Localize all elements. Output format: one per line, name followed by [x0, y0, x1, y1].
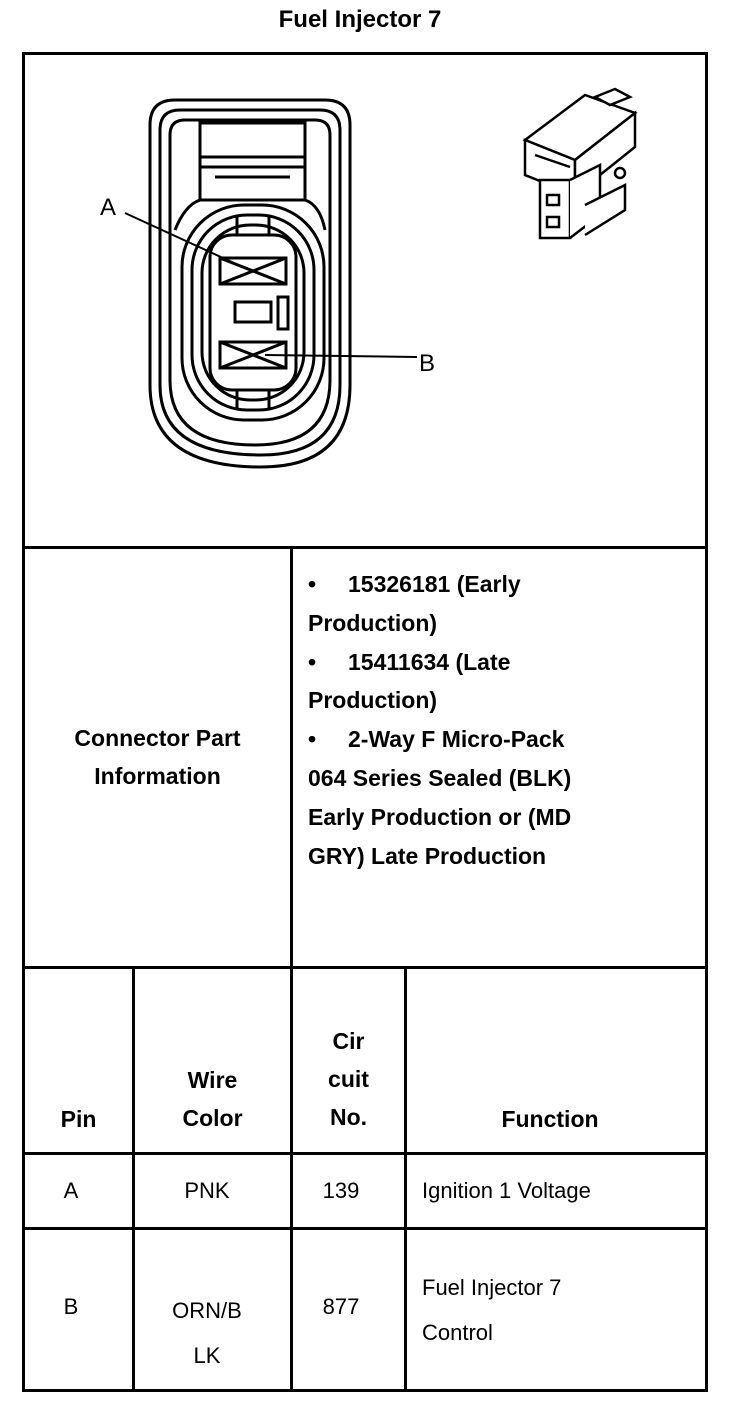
connector-info-label-line2: Information [94, 763, 221, 789]
header-cir-line1: Cir [332, 1028, 365, 1054]
header-wire-line1: Wire [187, 1067, 238, 1093]
header-circuit-no: Cir cuit No. [293, 1022, 404, 1136]
divider-info-column [290, 546, 293, 969]
divider-pin-column [132, 966, 135, 1392]
divider-info [22, 966, 708, 969]
row-b-circuit: 877 [322, 1294, 360, 1319]
row-b-wire-line2: LK [193, 1343, 221, 1368]
header-cir-line2: cuit [328, 1066, 369, 1092]
connector-description-line2: 064 Series Sealed (BLK) [308, 764, 572, 791]
pin-a-label: A [100, 194, 116, 221]
divider-wire-column [290, 966, 293, 1392]
bullet-icon: • [308, 726, 317, 753]
part-number-early: 15326181 (Early [348, 571, 521, 597]
row-b-function-line2: Control [422, 1320, 493, 1345]
header-function: Function [501, 1106, 599, 1132]
row-b-function: Fuel Injector 7 Control [422, 1265, 702, 1355]
bullet-icon: • [308, 571, 317, 597]
row-a-pin: A [63, 1178, 79, 1203]
list-item: • 15326181 (Early [308, 565, 698, 604]
header-pin: Pin [60, 1106, 97, 1132]
connector-info-label-line1: Connector Part [74, 725, 241, 751]
row-b-pin: B [63, 1294, 79, 1319]
header-cir-line3: No. [329, 1104, 368, 1130]
header-wire-line2: Color [182, 1105, 243, 1131]
connector-description-line3: Early Production or (MD [308, 803, 572, 830]
connector-description-line4: GRY) Late Production [308, 842, 547, 869]
divider-header [22, 1152, 708, 1155]
terminal-a [218, 256, 288, 286]
part-note-early: Production) [308, 609, 438, 636]
list-item: • 2-Way F Micro-Pack [308, 720, 698, 759]
bullet-icon: • [308, 648, 317, 675]
connector-part-list: • 15326181 (Early Production) • 15411634 (… [308, 565, 698, 875]
divider-circuit-column [404, 966, 407, 1392]
row-b-wire-line1: ORN/B [172, 1298, 242, 1323]
connector-description-line1: 2-Way F Micro-Pack [348, 726, 565, 753]
header-wire-color: Wire Color [135, 1061, 290, 1137]
row-a-wire-color: PNK [184, 1178, 230, 1203]
row-b-wire-color: ORN/B LK [135, 1288, 279, 1378]
connector-3d-view [522, 87, 638, 240]
housing-outline [148, 98, 352, 469]
connector-face-diagram: A B [100, 87, 638, 469]
list-item: • 15411634 (Late [308, 643, 698, 682]
divider-row-a [22, 1227, 708, 1230]
row-b-function-line1: Fuel Injector 7 [422, 1275, 562, 1300]
row-a-circuit: 139 [322, 1178, 360, 1203]
page-title: Fuel Injector 7 [278, 6, 442, 33]
pin-b-label: B [419, 350, 435, 377]
part-number-late: 15411634 (Late [348, 648, 511, 675]
part-note-late: Production) [308, 687, 438, 714]
row-a-function: Ignition 1 Voltage [422, 1178, 591, 1203]
connector-table-frame [22, 52, 708, 1392]
divider-diagram [22, 546, 708, 549]
connector-info-label: Connector Part Information [25, 719, 290, 795]
